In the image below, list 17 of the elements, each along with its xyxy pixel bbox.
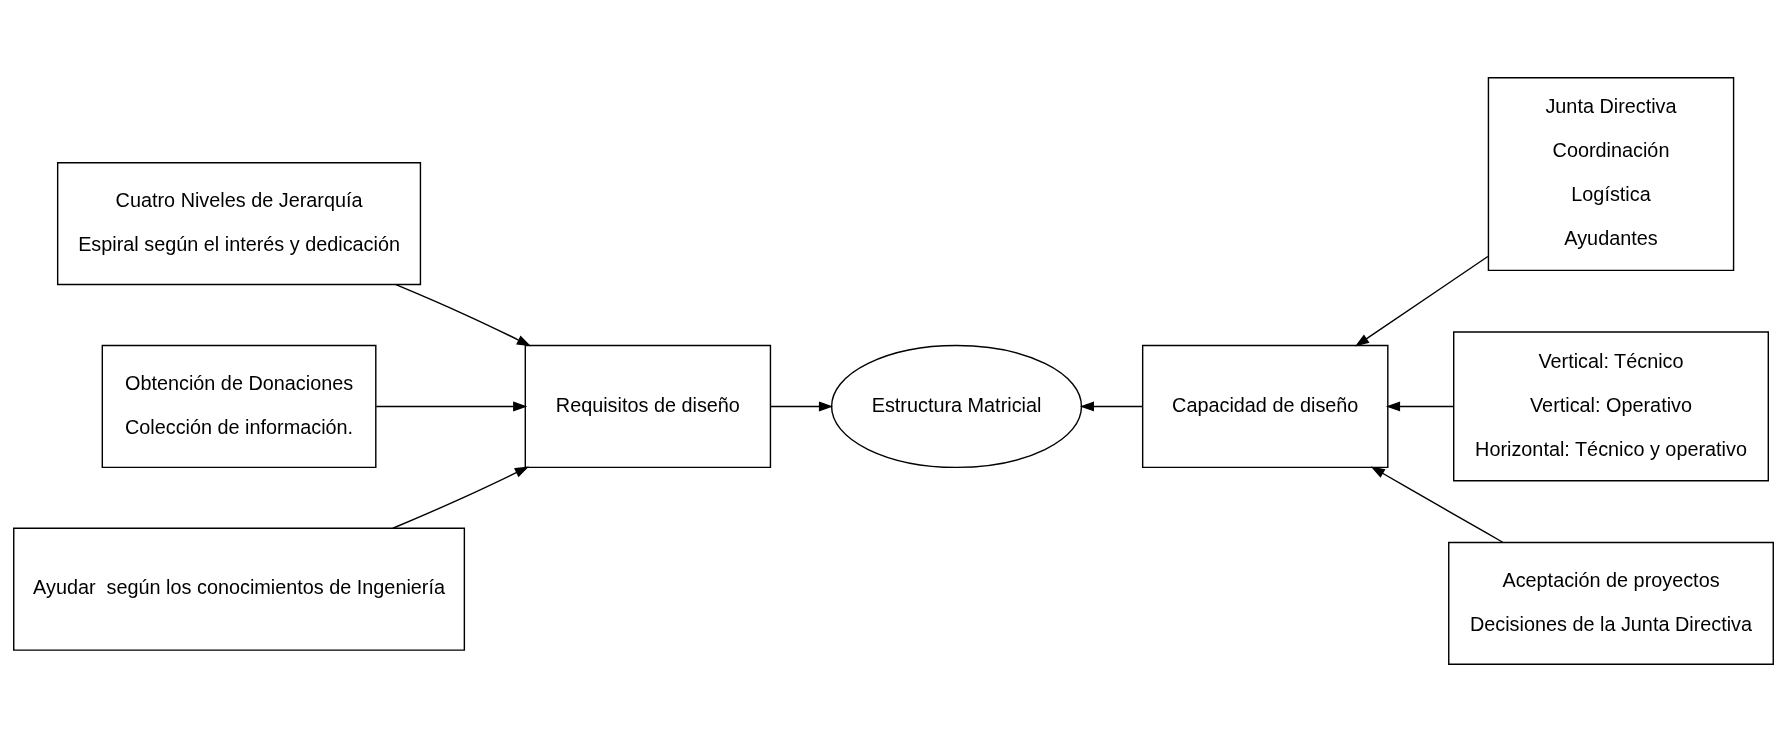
arrow	[769, 400, 834, 411]
arrow	[1079, 400, 1144, 411]
node-box: Cuatro Niveles de Jerarquía Espiral según el interés y dedicación	[56, 161, 422, 285]
node-box: Aceptación de proyectos Decisiones de la Junta Directiva	[1448, 541, 1774, 665]
node-ellipse: Estructura Matricial	[830, 344, 1083, 468]
arrow	[395, 283, 532, 346]
node-box: Requisitos de diseño	[524, 344, 772, 468]
arrow	[1385, 400, 1455, 411]
node-box: Ayudar según los conocimientos de Ingeniería	[13, 527, 466, 651]
arrow	[375, 400, 528, 411]
arrow	[1355, 255, 1489, 347]
node-box: Capacidad de diseño	[1141, 344, 1389, 468]
node-box: Obtención de Donaciones Colección de información.	[101, 344, 377, 468]
node-box: Vertical: Técnico Vertical: Operativo Horizontal: Técnico y operativo	[1453, 330, 1769, 482]
node-box: Junta Directiva Coordinación Logística Ayudantes	[1487, 76, 1735, 271]
arrow	[1370, 465, 1504, 543]
arrow	[392, 465, 529, 529]
